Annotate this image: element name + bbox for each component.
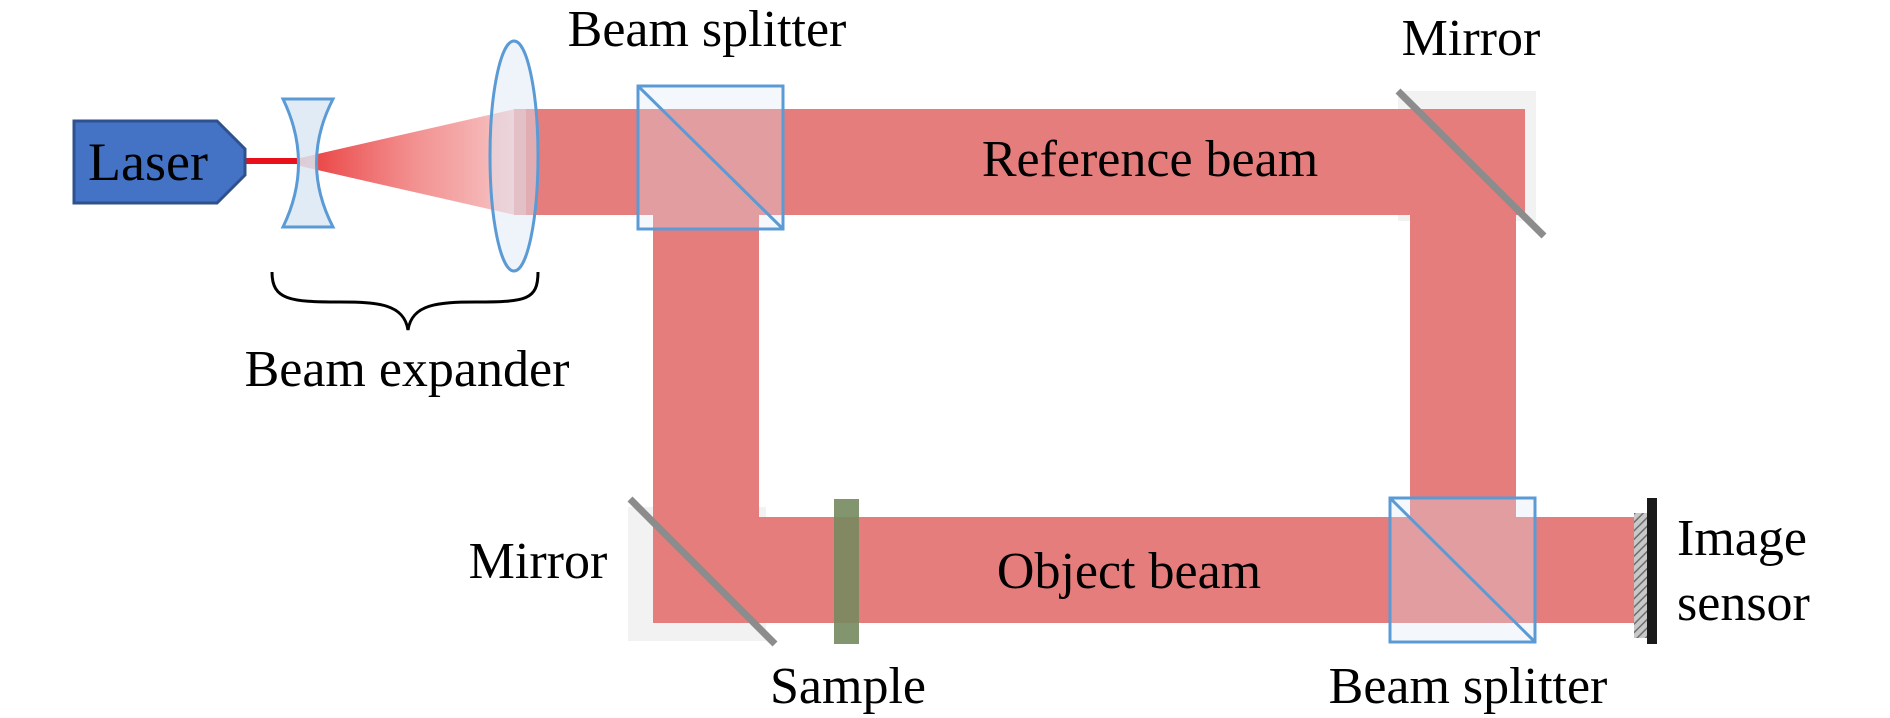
image-sensor-label-line2: sensor <box>1677 575 1810 632</box>
beam-splitter-bottom-label: Beam splitter <box>1329 658 1608 715</box>
reference-beam-top <box>515 109 1525 215</box>
laser-box <box>72 119 247 205</box>
laser-label: Laser <box>88 132 208 192</box>
beam-expander-label: Beam expander <box>245 341 570 398</box>
concave-lens <box>280 97 336 229</box>
expanding-beam <box>300 109 515 215</box>
beam-splitter-top-label: Beam splitter <box>568 1 847 58</box>
sample-label: Sample <box>770 658 926 715</box>
expander-beam-edge <box>514 109 526 215</box>
object-beam-label: Object beam <box>997 543 1261 600</box>
mirror-top-label: Mirror <box>1402 10 1541 67</box>
convex-lens <box>488 39 540 273</box>
mirror-bottom-label: Mirror <box>469 533 608 590</box>
beam-paths <box>515 109 1653 623</box>
beam-splitter-top <box>636 84 785 231</box>
image-sensor <box>1634 498 1657 644</box>
mirror-top <box>1395 88 1547 239</box>
beam-splitter-bottom <box>1388 496 1537 644</box>
reference-beam-label: Reference beam <box>982 131 1318 188</box>
reference-beam-down <box>1410 215 1516 517</box>
mirror-bottom <box>627 496 778 647</box>
sample <box>834 499 859 644</box>
image-sensor-label-line1: Image <box>1677 510 1807 567</box>
object-beam-down <box>653 215 759 517</box>
object-beam-bottom <box>653 517 1653 623</box>
beam-expander-brace <box>270 271 540 331</box>
